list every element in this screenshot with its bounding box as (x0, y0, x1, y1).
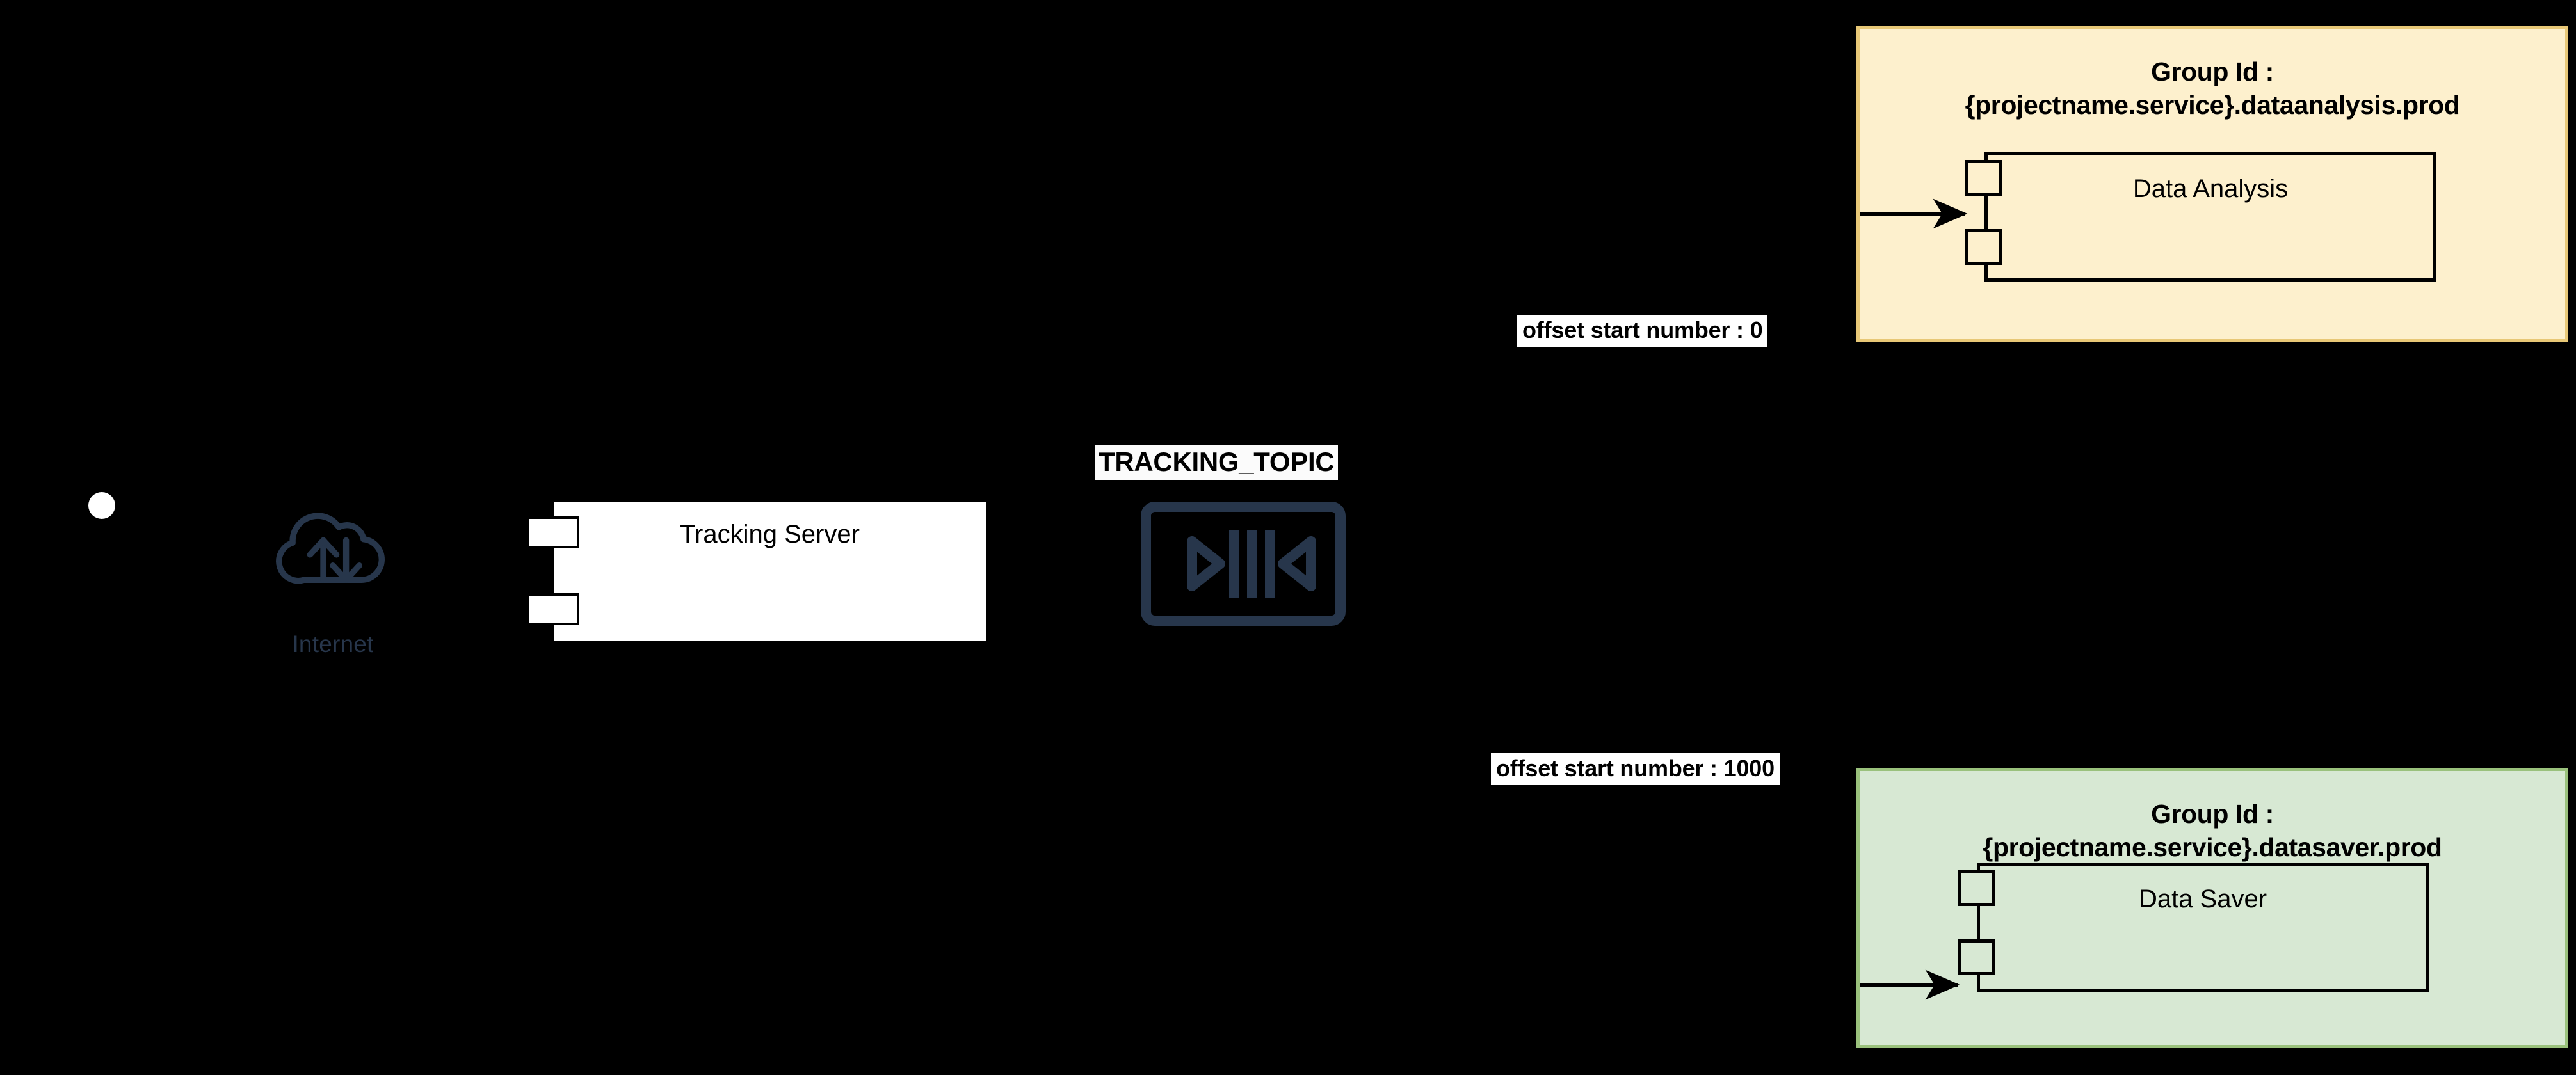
offset-start-number-datasaver-label: offset start number : 1000 (1491, 753, 1780, 785)
consumer-group-datasaver[interactable]: Group Id : {projectname.service}.datasav… (1856, 768, 2568, 1048)
group-dataanalysis-title: Group Id : {projectname.service}.dataana… (1860, 56, 2565, 122)
group-datasaver-title: Group Id : {projectname.service}.datasav… (1860, 798, 2565, 864)
component-tab-bottom-icon (1965, 229, 2002, 265)
data-saver-title: Data Saver (2138, 885, 2267, 913)
offset-start-number-dataanalysis-label: offset start number : 0 (1517, 315, 1768, 347)
data-analysis-title: Data Analysis (2132, 175, 2289, 203)
tracking-server-title: Tracking Server (680, 520, 860, 548)
group-datasaver-title-line2: {projectname.service}.datasaver.prod (1983, 832, 2442, 862)
component-tab-bottom-icon (527, 593, 579, 625)
component-tab-top-icon (1958, 870, 1995, 906)
actor-dot-icon (88, 492, 115, 519)
internet-node[interactable]: Internet (256, 506, 410, 697)
cloud-upload-download-icon (272, 506, 394, 601)
data-analysis-component[interactable]: Data Analysis (1965, 152, 2436, 282)
consumer-group-dataanalysis[interactable]: Group Id : {projectname.service}.dataana… (1856, 26, 2568, 342)
data-saver-body: Data Saver (1977, 863, 2429, 992)
component-tab-top-icon (1965, 160, 2002, 196)
tracking-server-component[interactable]: Tracking Server (527, 502, 986, 641)
component-tab-top-icon (527, 516, 579, 548)
kafka-topic-partitions-icon[interactable] (1141, 502, 1346, 626)
component-tab-bottom-icon (1958, 939, 1995, 975)
tracking-server-body: Tracking Server (554, 502, 986, 641)
data-analysis-body: Data Analysis (1984, 152, 2436, 282)
group-dataanalysis-title-line1: Group Id : (2151, 57, 2274, 86)
group-datasaver-title-line1: Group Id : (2151, 799, 2274, 829)
internet-label: Internet (292, 631, 374, 657)
group-dataanalysis-title-line2: {projectname.service}.dataanalysis.prod (1965, 90, 2460, 120)
data-saver-component[interactable]: Data Saver (1958, 863, 2429, 992)
topic-label: TRACKING_TOPIC (1095, 445, 1339, 480)
